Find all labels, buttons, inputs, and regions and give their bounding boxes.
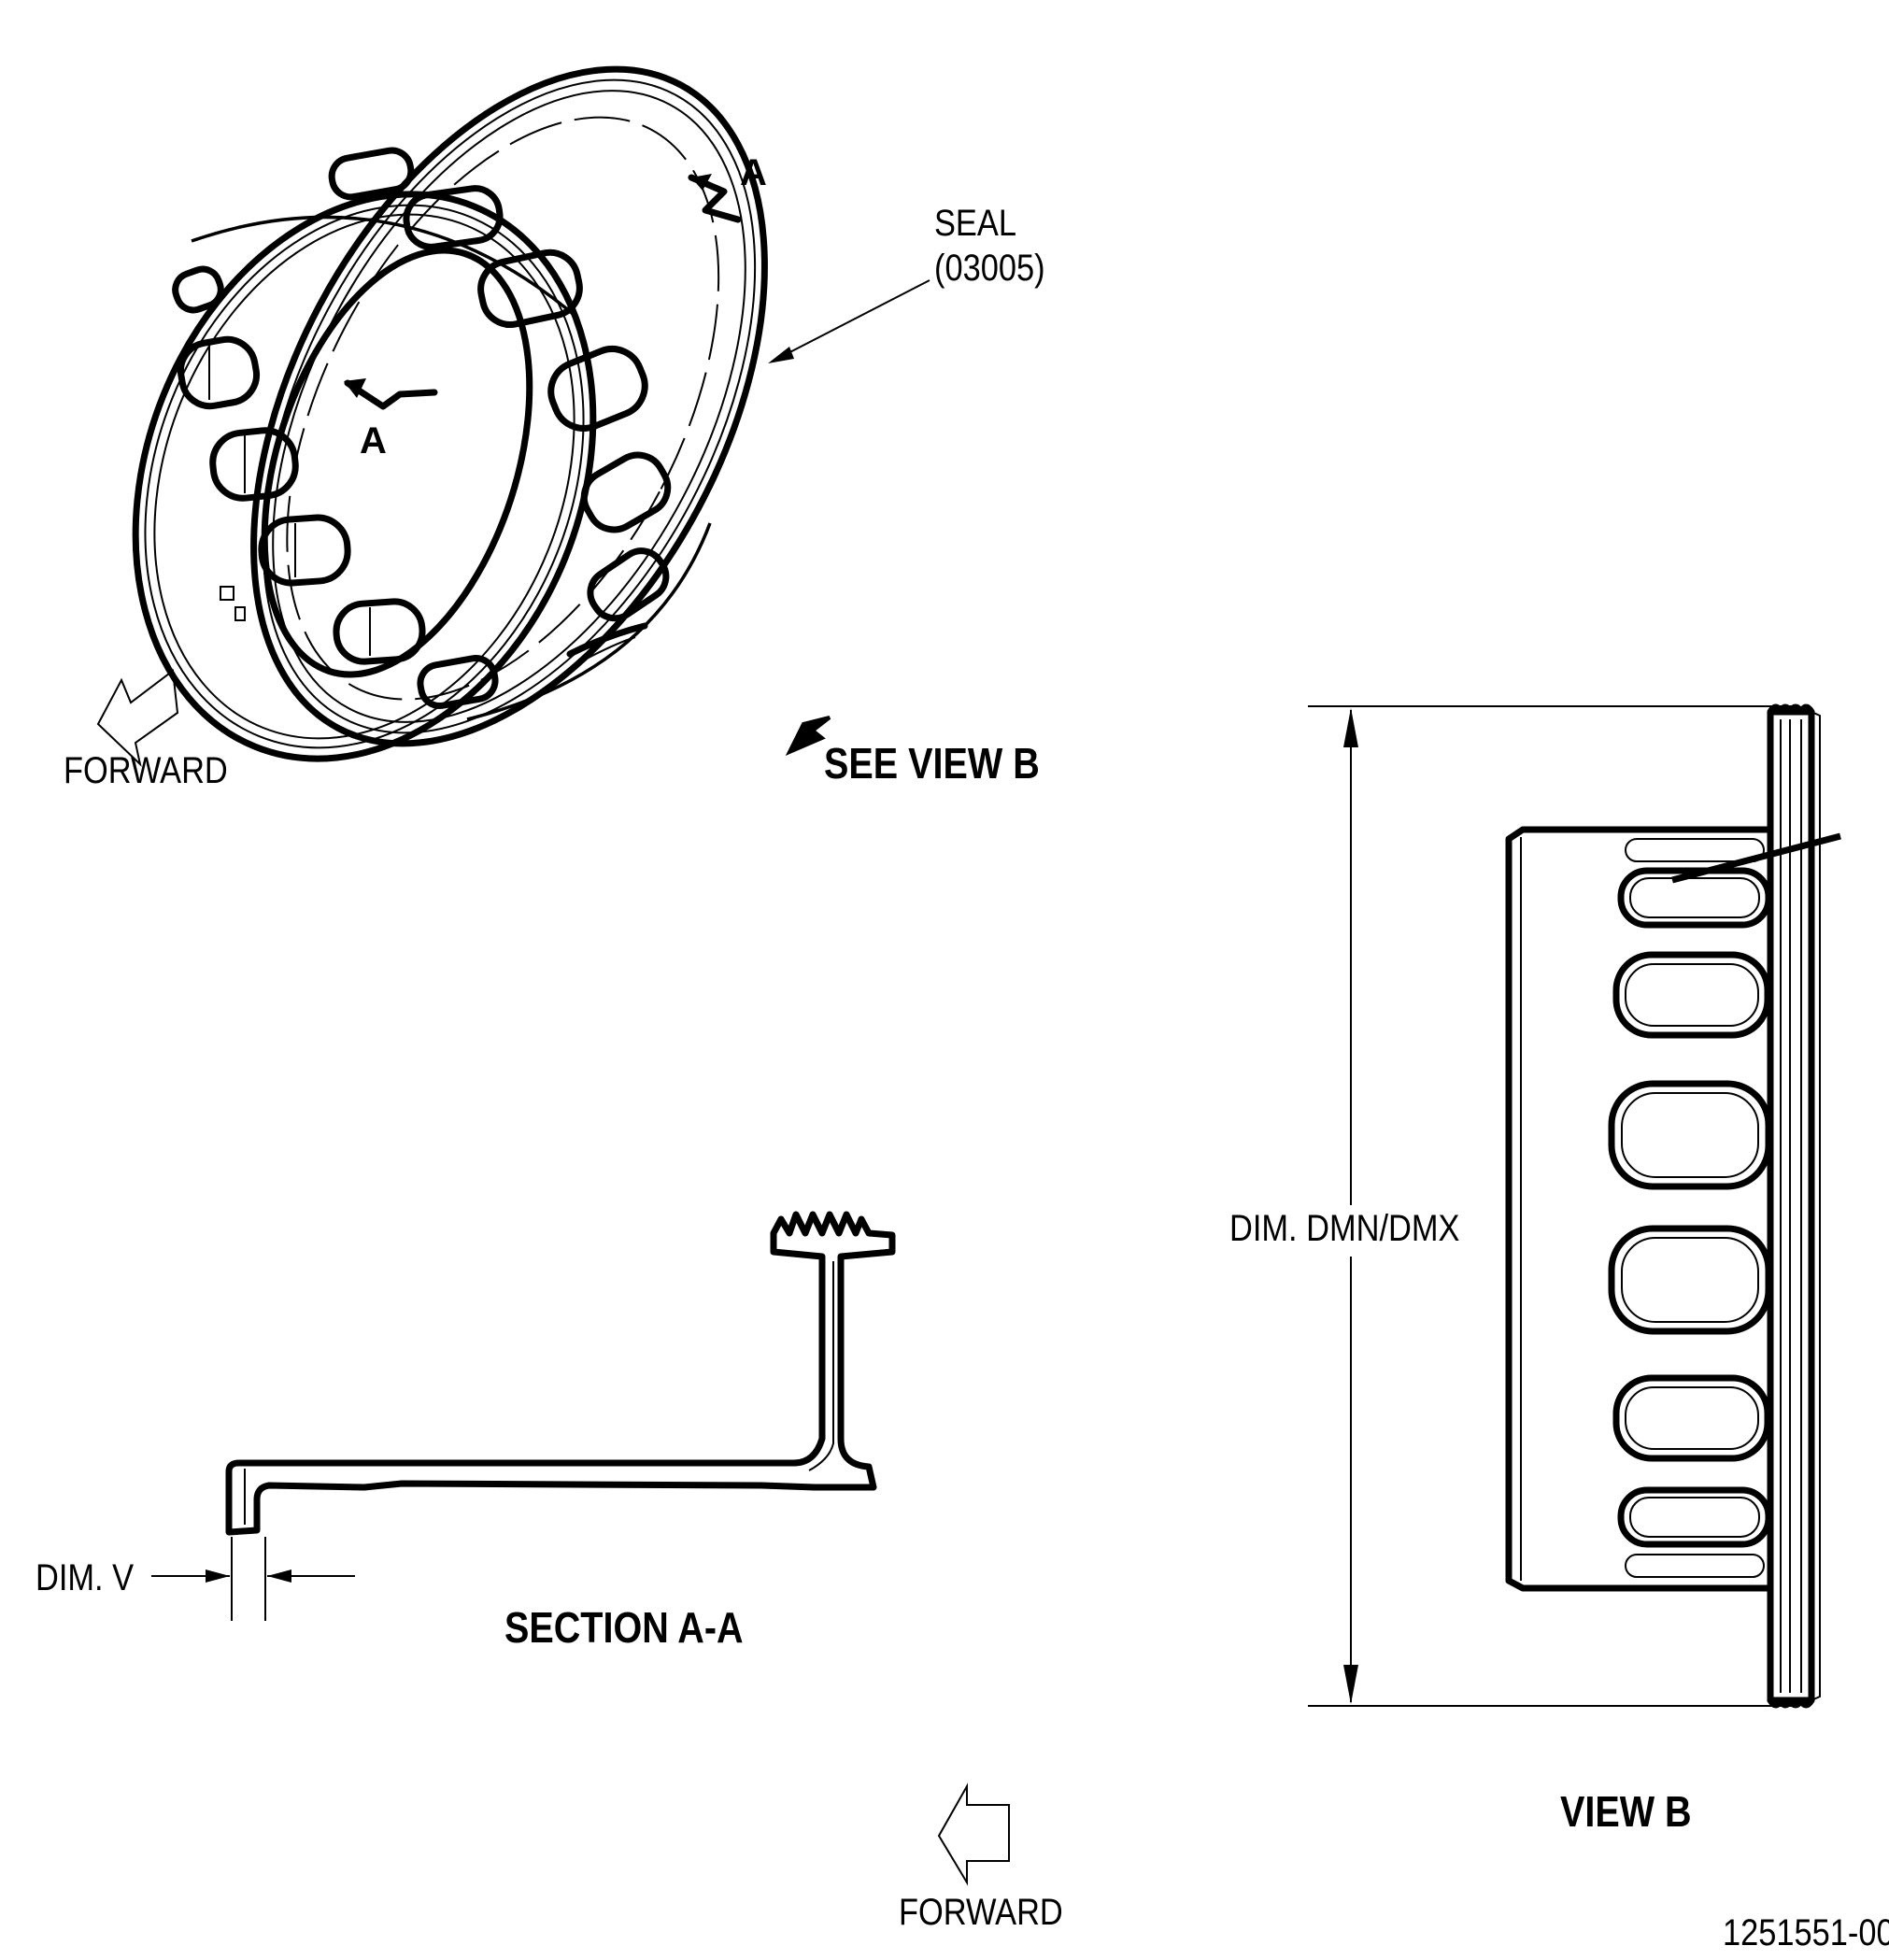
- diameter-dimension-label: DIM. DMN/DMX: [1229, 1207, 1460, 1249]
- view-b-pointer-icon: [785, 716, 831, 756]
- dim-v-label: DIM. V: [36, 1556, 134, 1598]
- view-b-side-view: [1505, 703, 1841, 1709]
- section-arrow-top: [688, 174, 742, 223]
- outer-slots: [328, 147, 672, 666]
- diameter-dimension: [1308, 705, 1794, 1707]
- dim-v-dimension: [151, 1537, 355, 1621]
- forward-label-bottom: FORWARD: [899, 1891, 1063, 1933]
- seal-part-number: (03005): [934, 247, 1045, 289]
- section-a-a-profile: [225, 1211, 896, 1536]
- front-ring: [132, 191, 597, 762]
- seal-leader: [768, 279, 930, 363]
- isometric-seal-view: A A SEAL (03005) SEE VIEW B FORWARD: [64, 65, 1045, 791]
- inner-bore: [261, 247, 533, 678]
- section-marker-top: A: [740, 152, 767, 193]
- view-b-title: VIEW B: [1560, 1788, 1692, 1836]
- forward-arrow-icon-top: [96, 669, 179, 767]
- forward-arrow-icon-bottom: [937, 1782, 1010, 1886]
- section-a-a-title: SECTION A-A: [504, 1604, 744, 1652]
- inner-slots: [172, 265, 499, 709]
- section-marker-inner: A: [360, 420, 387, 462]
- section-arrow-inner: [344, 378, 438, 410]
- rear-flange: [250, 65, 768, 747]
- view-b-slots: [1608, 838, 1772, 1578]
- see-view-b-label: SEE VIEW B: [824, 740, 1040, 788]
- seal-label: SEAL: [934, 202, 1016, 244]
- drawing-number: 1251551-00: [1723, 1911, 1889, 1953]
- forward-label-top: FORWARD: [64, 749, 228, 791]
